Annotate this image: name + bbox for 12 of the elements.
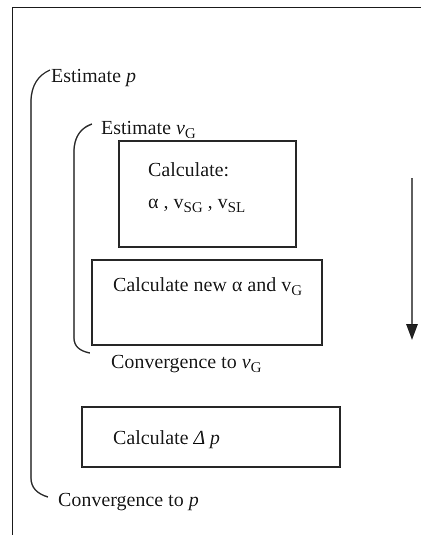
loop-label: Convergence to p <box>58 488 199 512</box>
loop-label: Estimate p <box>51 64 136 88</box>
box-text: Calculate new α and v$_{G}$ <box>113 273 304 299</box>
loop-label: Convergence to v$_{G}$ <box>111 350 262 374</box>
frame-border <box>12 7 421 535</box>
process-box <box>118 140 297 248</box>
box-text: α , v$_{SG}$ , v$_{SL}$ <box>148 190 246 216</box>
box-text: Calculate: <box>148 158 230 183</box>
process-box <box>81 406 341 468</box>
box-text: Calculate Δ p <box>113 426 221 451</box>
process-box <box>91 259 323 346</box>
loop-label: Estimate v$_{G}$ <box>101 116 196 140</box>
